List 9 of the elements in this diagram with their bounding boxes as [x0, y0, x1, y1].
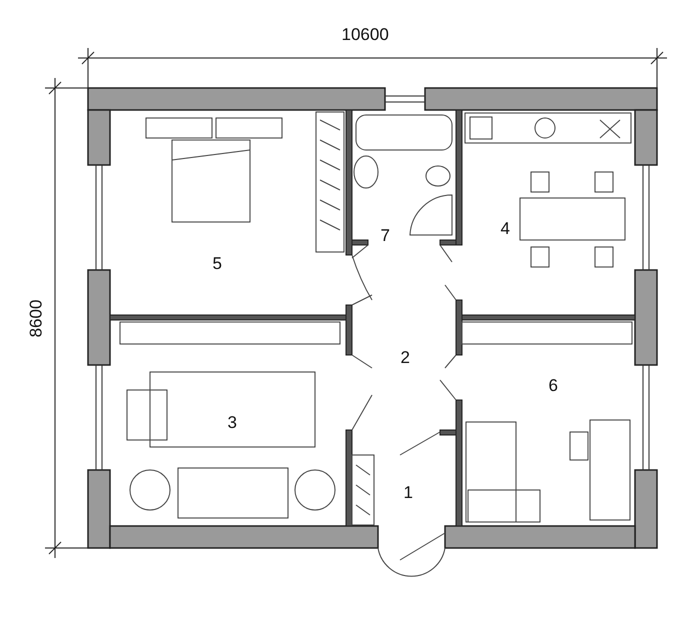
room-number: 3: [228, 414, 237, 430]
room-number: 5: [212, 254, 222, 272]
dimension-label: 10600: [342, 26, 389, 42]
room-number: 7: [380, 226, 390, 244]
room-number: 1: [404, 484, 413, 500]
dimension-label: 8600: [27, 299, 44, 337]
room-number: 6: [548, 376, 558, 394]
room-number: 4: [500, 220, 510, 236]
room-number: 2: [400, 348, 410, 366]
